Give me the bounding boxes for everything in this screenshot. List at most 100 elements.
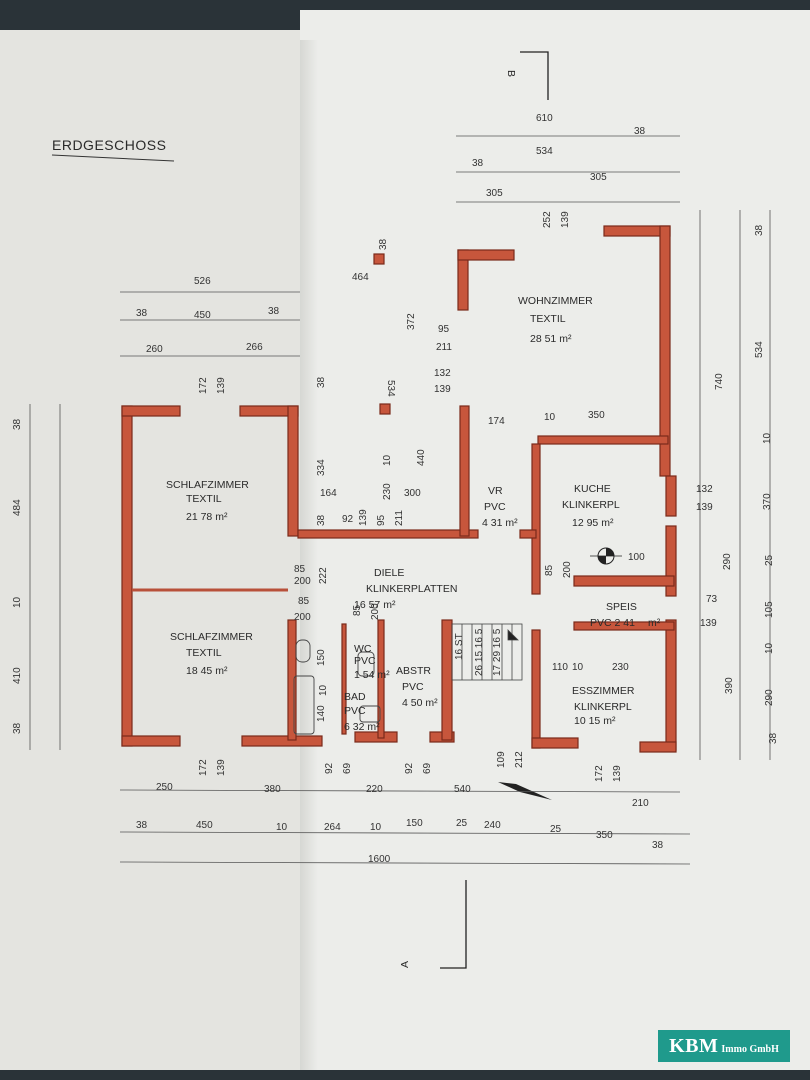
dim-right: 534 xyxy=(754,341,765,358)
room-diele: DIELE KLINKERPLATTEN 16 57 m² xyxy=(354,567,457,611)
dim-right: 740 xyxy=(714,373,725,390)
dim-right: 370 xyxy=(762,493,773,510)
dim-inner: 211 xyxy=(436,342,452,353)
dim-inner: 85 xyxy=(544,564,555,576)
dim-inner: 100 xyxy=(628,552,645,563)
dim-inner: 92 xyxy=(342,514,354,525)
dimension-lines xyxy=(29,135,771,865)
svg-text:BAD: BAD xyxy=(344,691,366,703)
dim-inner: 139 xyxy=(612,765,623,782)
dim-top: 450 xyxy=(194,310,211,321)
dim-right: 105 xyxy=(764,601,775,618)
room-schlafzimmer-1: SCHLAFZIMMER TEXTIL 21 78 m² xyxy=(166,479,249,523)
svg-text:SCHLAFZIMMER: SCHLAFZIMMER xyxy=(166,479,249,491)
svg-text:4 50 m²: 4 50 m² xyxy=(402,697,438,709)
dim-bottom: 25 xyxy=(550,824,562,835)
svg-text:A: A xyxy=(399,961,411,968)
dim-bottom: 150 xyxy=(406,818,423,829)
svg-text:VR: VR xyxy=(488,485,503,497)
entrance-arrow xyxy=(498,782,552,800)
staircase xyxy=(451,623,523,681)
dim-inner: 132 xyxy=(434,368,451,379)
dim-left: 484 xyxy=(12,499,23,516)
dim-inner: 38 xyxy=(316,514,327,526)
dim-bottom: 220 xyxy=(366,784,383,795)
dim-inner: 10 xyxy=(572,662,584,673)
dim-bottom: 350 xyxy=(596,830,613,841)
svg-text:KLINKERPLATTEN: KLINKERPLATTEN xyxy=(366,583,457,595)
room-vr: VR PVC 4 31 m² xyxy=(482,485,518,529)
dim-inner: 334 xyxy=(316,459,327,476)
dim-bottom: 38 xyxy=(652,840,664,851)
dim-bottom: 540 xyxy=(454,784,471,795)
svg-text:SPEIS: SPEIS xyxy=(606,601,637,613)
dim-bottom: 10 xyxy=(370,822,382,833)
dim-inner: 372 xyxy=(406,313,417,330)
dim-top: 260 xyxy=(146,344,163,355)
plan-sheet-right xyxy=(300,10,810,1070)
svg-text:21 78 m²: 21 78 m² xyxy=(186,511,228,523)
dim-inner: 172 xyxy=(198,377,209,394)
dim-top: 252 xyxy=(542,211,553,228)
svg-text:TEXTIL: TEXTIL xyxy=(530,313,566,325)
svg-text:16 57 m²: 16 57 m² xyxy=(354,599,396,611)
dim-left: 10 xyxy=(12,596,23,608)
svg-text:WC: WC xyxy=(354,643,372,655)
svg-text:PVC: PVC xyxy=(354,655,376,667)
dim-inner: 16 ST xyxy=(454,633,465,660)
svg-text:ESSZIMMER: ESSZIMMER xyxy=(572,685,635,697)
company-logo: KBM Immo GmbH xyxy=(658,1030,790,1062)
dim-top: 610 xyxy=(536,113,553,124)
dim-right: 25 xyxy=(764,554,775,566)
dim-top: 139 xyxy=(560,211,571,228)
dim-inner: 222 xyxy=(318,567,329,584)
dim-right: 38 xyxy=(754,224,765,236)
dim-bottom: 1600 xyxy=(368,854,391,865)
dim-inner: 139 xyxy=(434,384,451,395)
dim-inner: 10 xyxy=(318,684,329,696)
room-abstr: ABSTR PVC 4 50 m² xyxy=(396,665,438,709)
dim-inner: 85 xyxy=(294,564,306,575)
svg-text:KLINKERPL: KLINKERPL xyxy=(562,499,620,511)
dim-right: 10 xyxy=(762,432,773,444)
dim-top: 266 xyxy=(246,342,263,353)
dim-bottom: 10 xyxy=(276,822,288,833)
dim-inner: 174 xyxy=(488,416,505,427)
svg-text:SCHLAFZIMMER: SCHLAFZIMMER xyxy=(170,631,253,643)
dim-inner: 200 xyxy=(294,576,311,587)
sheet-fold xyxy=(300,40,318,1070)
dim-top: 38 xyxy=(136,308,148,319)
dim-right: 290 xyxy=(764,689,775,706)
dim-top: 464 xyxy=(352,272,369,283)
svg-text:WOHNZIMMER: WOHNZIMMER xyxy=(518,295,593,307)
dim-inner: 200 xyxy=(370,603,381,620)
svg-text:PVC 2 41: PVC 2 41 xyxy=(590,617,635,629)
dim-bottom: 25 xyxy=(456,818,468,829)
section-marker-a: A xyxy=(399,880,467,969)
dim-top: 38 xyxy=(268,306,280,317)
dim-bottom: 450 xyxy=(196,820,213,831)
svg-text:PVC: PVC xyxy=(402,681,424,693)
dim-inner: 132 xyxy=(696,484,713,495)
room-bad: BAD PVC 6 32 m² xyxy=(344,691,380,733)
dim-inner: 150 xyxy=(316,649,327,666)
dim-inner: 85 xyxy=(298,596,310,607)
dim-top: 38 xyxy=(634,126,646,137)
dim-right: 38 xyxy=(768,732,779,744)
dim-inner: 92 xyxy=(324,762,335,774)
title-underline xyxy=(51,154,175,162)
room-esszimmer: ESSZIMMER KLINKERPL 10 15 m² xyxy=(572,685,635,727)
dim-inner: 172 xyxy=(198,759,209,776)
dim-inner: 95 xyxy=(376,514,387,526)
svg-text:PVC: PVC xyxy=(344,705,366,717)
dim-inner: 17 29 16 5 xyxy=(492,628,503,676)
dim-inner: 200 xyxy=(562,561,573,578)
dim-right: 10 xyxy=(764,642,775,654)
svg-text:TEXTIL: TEXTIL xyxy=(186,647,222,659)
dim-inner: 350 xyxy=(588,410,605,421)
svg-text:KLINKERPL: KLINKERPL xyxy=(574,701,632,713)
svg-text:28 51 m²: 28 51 m² xyxy=(530,333,572,345)
svg-text:18 45 m²: 18 45 m² xyxy=(186,665,228,677)
dim-bottom: 380 xyxy=(264,784,281,795)
